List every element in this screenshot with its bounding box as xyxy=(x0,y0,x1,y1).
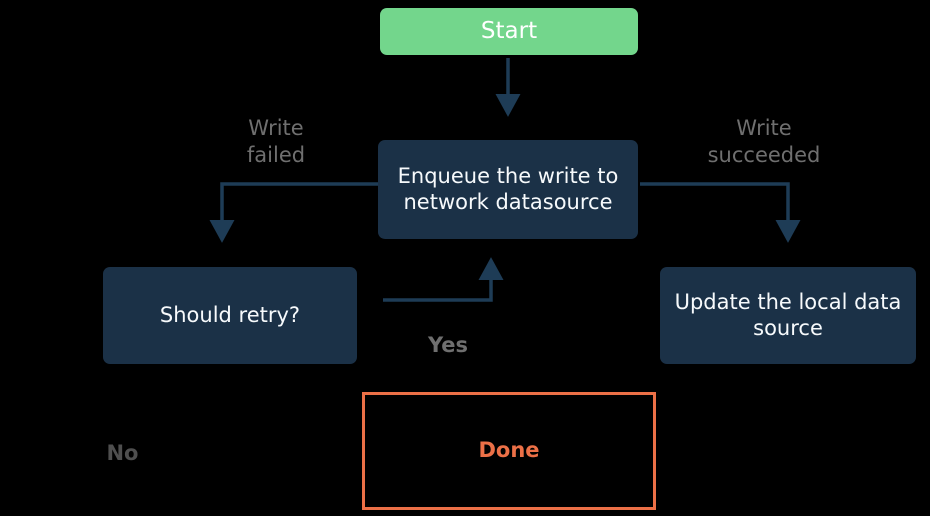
edge-label-no: No xyxy=(106,441,139,465)
edge-label-yes: Yes xyxy=(427,333,469,357)
node-should-retry[interactable]: Should retry? xyxy=(103,267,357,364)
node-done[interactable]: Done xyxy=(362,392,656,510)
node-enqueue-write[interactable]: Enqueue the write to network datasource xyxy=(378,140,638,239)
edge-label-write-failed: Write failed xyxy=(246,116,306,167)
node-update-local-datasource[interactable]: Update the local data source xyxy=(660,267,916,364)
edge-enqueue-to-update xyxy=(640,182,801,243)
edge-retry-to-enqueue xyxy=(383,257,504,302)
edge-enqueue-to-retry xyxy=(209,182,378,243)
edge-label-write-succeeded: Write succeeded xyxy=(707,116,821,167)
node-start[interactable]: Start xyxy=(380,8,638,55)
